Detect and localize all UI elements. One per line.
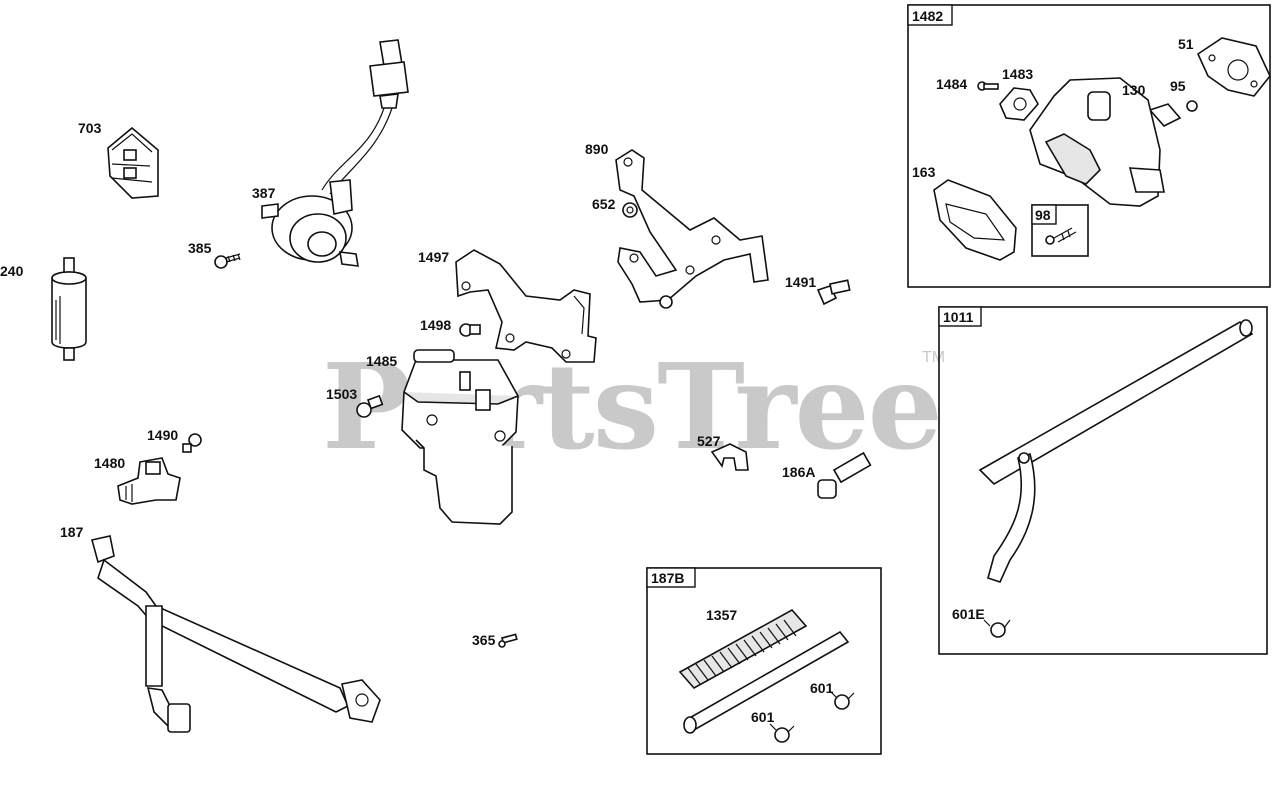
- part-1485-pump-module[interactable]: [401, 349, 519, 525]
- callout-163[interactable]: 163: [912, 164, 936, 180]
- callout-890[interactable]: 890: [585, 141, 609, 157]
- callout-186A[interactable]: 186A: [782, 464, 815, 480]
- part-1011-hose[interactable]: [978, 319, 1254, 583]
- callout-385[interactable]: 385: [188, 240, 212, 256]
- part-365-pin[interactable]: [498, 633, 518, 648]
- callout-1480[interactable]: 1480: [94, 455, 125, 471]
- callout-1497[interactable]: 1497: [418, 249, 449, 265]
- callout-1503[interactable]: 1503: [326, 386, 357, 402]
- part-890-bracket[interactable]: [615, 149, 769, 309]
- part-187B-hose[interactable]: [683, 630, 850, 734]
- part-1484-screw[interactable]: [977, 81, 999, 91]
- callout-51[interactable]: 51: [1178, 36, 1194, 52]
- part-1497-bracket[interactable]: [455, 249, 597, 363]
- callout-365[interactable]: 365: [472, 632, 496, 648]
- part-1483-spacer[interactable]: [999, 87, 1039, 121]
- part-385-screw[interactable]: [214, 253, 241, 269]
- callout-601-a[interactable]: 601: [751, 709, 775, 725]
- kit-1482-panel: 1482 51 95 130 1483: [907, 4, 1271, 288]
- callout-130[interactable]: 130: [1122, 82, 1146, 98]
- part-1503-bolt[interactable]: [356, 394, 384, 418]
- callout-1498[interactable]: 1498: [420, 317, 451, 333]
- part-240-fuel-filter[interactable]: [51, 257, 87, 361]
- part-98-screw[interactable]: [1045, 227, 1077, 245]
- part-1498-nut[interactable]: [459, 323, 481, 337]
- part-1480-injector[interactable]: [117, 457, 181, 505]
- part-163-gasket[interactable]: [933, 179, 1017, 261]
- callout-1490[interactable]: 1490: [147, 427, 178, 443]
- part-186A-fitting[interactable]: [817, 451, 872, 499]
- callout-240[interactable]: 240: [0, 263, 24, 279]
- part-1357-spring[interactable]: [678, 608, 808, 690]
- part-703-clip[interactable]: [107, 126, 159, 199]
- part-95-washer[interactable]: [1148, 103, 1182, 127]
- callout-387[interactable]: 387: [252, 185, 276, 201]
- part-387-fuel-pump[interactable]: [261, 39, 409, 267]
- part-601E-clamp[interactable]: [983, 619, 1011, 638]
- callout-1357[interactable]: 1357: [706, 607, 737, 623]
- part-1490-nut[interactable]: [182, 433, 202, 453]
- part-51-gasket[interactable]: [1196, 37, 1271, 97]
- callout-1491[interactable]: 1491: [785, 274, 816, 290]
- callout-527[interactable]: 527: [697, 433, 721, 449]
- part-652-nut[interactable]: [622, 202, 638, 218]
- callout-1484[interactable]: 1484: [936, 76, 967, 92]
- kit-1011-panel: 1011 601E: [938, 306, 1268, 655]
- callout-95[interactable]: 95: [1170, 78, 1186, 94]
- callout-601E[interactable]: 601E: [952, 606, 985, 622]
- callout-1485[interactable]: 1485: [366, 353, 397, 369]
- kit-187B-panel: 187B 1357 601 601: [646, 567, 882, 755]
- kit-1482-title[interactable]: 1482: [912, 8, 943, 24]
- callout-1483[interactable]: 1483: [1002, 66, 1033, 82]
- kit-187B-title[interactable]: 187B: [651, 570, 684, 586]
- part-601-clamp-a[interactable]: [769, 723, 795, 743]
- callout-187[interactable]: 187: [60, 524, 84, 540]
- part-601-clamp-b[interactable]: [829, 690, 855, 710]
- part-95-screw[interactable]: [1186, 100, 1198, 112]
- part-130-throttle-body[interactable]: [1029, 77, 1165, 207]
- callout-601-b[interactable]: 601: [810, 680, 834, 696]
- part-187-fuel-line[interactable]: [91, 535, 381, 733]
- watermark-tm: TM: [922, 349, 945, 366]
- kit-98-subpanel: 98: [1031, 204, 1089, 257]
- callout-703[interactable]: 703: [78, 120, 102, 136]
- part-527-clip[interactable]: [710, 443, 749, 471]
- callout-652[interactable]: 652: [592, 196, 616, 212]
- kit-1011-title[interactable]: 1011: [943, 309, 974, 325]
- part-1491-bolt[interactable]: [816, 279, 851, 306]
- callout-98[interactable]: 98: [1035, 207, 1051, 223]
